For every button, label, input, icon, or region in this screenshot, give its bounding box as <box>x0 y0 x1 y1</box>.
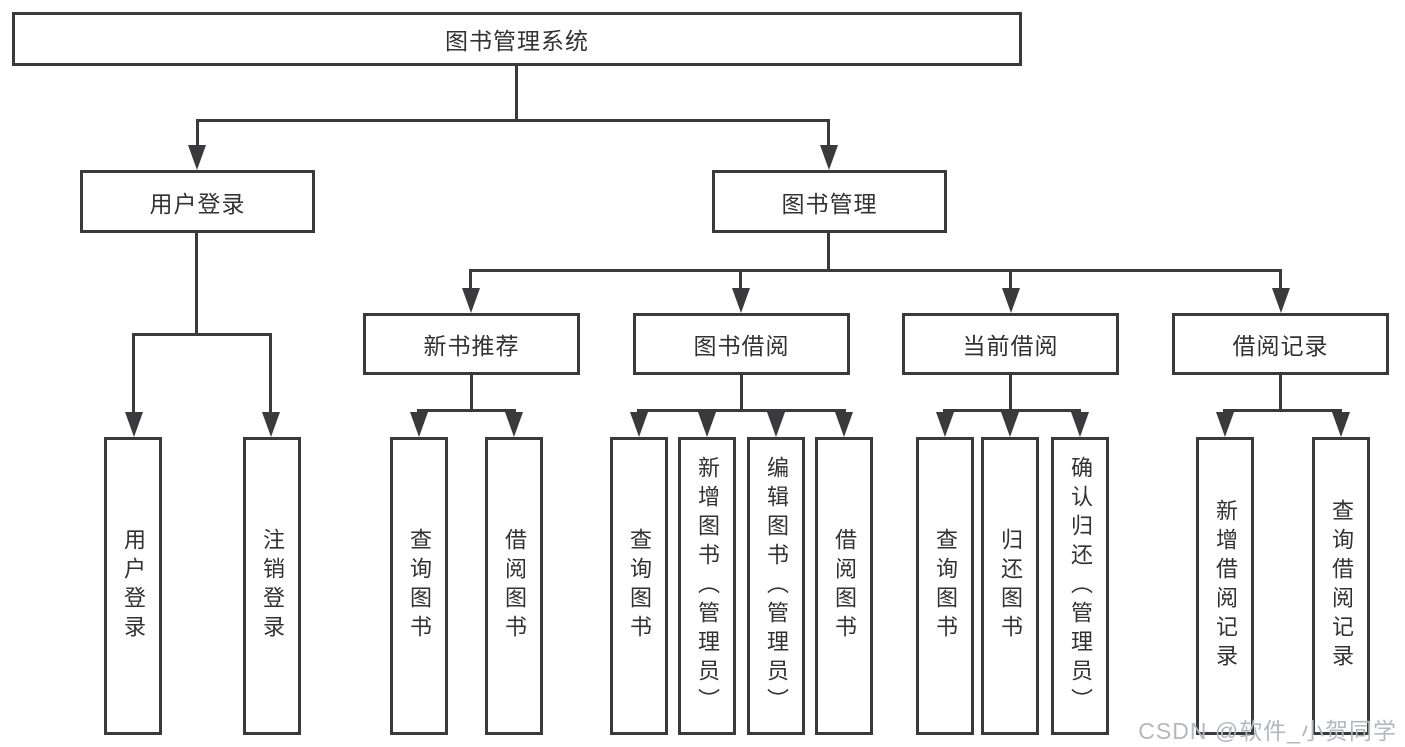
node-book-borrow: 图书借阅 <box>633 313 850 375</box>
leaf-label: 借阅图书 <box>502 528 527 644</box>
leaf-label: 新增借阅记录 <box>1213 499 1238 673</box>
arrowhead-icon <box>188 145 206 170</box>
leaf-label: 借阅图书 <box>832 528 857 644</box>
node-user-login-label: 用户登录 <box>149 190 246 217</box>
leaf-label: 编辑图书（管理员） <box>764 455 789 717</box>
connector-line <box>195 233 198 336</box>
connector-line <box>417 409 516 412</box>
connector-line <box>943 409 1081 412</box>
arrowhead-icon <box>462 288 480 313</box>
arrowhead-icon <box>936 412 954 437</box>
leaf-borrow-books-recommend: 借阅图书 <box>485 437 543 735</box>
node-user-login: 用户登录 <box>80 170 315 233</box>
arrowhead-icon <box>505 412 523 437</box>
arrowhead-icon <box>1071 412 1089 437</box>
leaf-query-books-recommend: 查询图书 <box>390 437 448 735</box>
connector-line <box>1009 375 1012 412</box>
arrowhead-icon <box>125 412 143 437</box>
connector-line <box>469 269 472 291</box>
arrowhead-icon <box>820 145 838 170</box>
leaf-edit-books-admin: 编辑图书（管理员） <box>747 437 805 735</box>
leaf-user-login: 用户登录 <box>104 437 162 735</box>
node-new-book-recommend-label: 新书推荐 <box>423 333 520 359</box>
leaf-label: 查询图书 <box>627 528 652 644</box>
connector-line <box>1009 269 1012 291</box>
leaf-return-books: 归还图书 <box>981 437 1039 735</box>
csdn-watermark: CSDN @软件_小贺同学 <box>1138 718 1397 744</box>
arrowhead-icon <box>732 288 750 313</box>
connector-line <box>1223 409 1342 412</box>
connector-line <box>132 333 135 413</box>
leaf-label: 确认归还（管理员） <box>1068 455 1093 717</box>
connector-line <box>740 375 743 412</box>
node-book-management-label: 图书管理 <box>781 190 878 217</box>
arrowhead-icon <box>1002 288 1020 313</box>
leaf-query-books-current: 查询图书 <box>916 437 974 735</box>
arrowhead-icon <box>262 412 280 437</box>
connector-line <box>1279 269 1282 291</box>
connector-line <box>739 269 742 291</box>
leaf-label: 归还图书 <box>998 528 1023 644</box>
node-new-book-recommend: 新书推荐 <box>363 313 580 375</box>
leaf-query-books-borrow: 查询图书 <box>610 437 668 735</box>
node-borrow-records-label: 借阅记录 <box>1232 333 1329 359</box>
node-borrow-records: 借阅记录 <box>1172 313 1389 375</box>
arrowhead-icon <box>630 412 648 437</box>
leaf-label: 注销登录 <box>260 528 285 644</box>
connector-line <box>132 333 272 336</box>
leaf-label: 用户登录 <box>121 528 146 644</box>
leaf-label: 新增图书（管理员） <box>695 455 720 717</box>
leaf-logout: 注销登录 <box>243 437 301 735</box>
connector-line <box>196 119 199 147</box>
connector-line <box>637 409 846 412</box>
arrowhead-icon <box>698 412 716 437</box>
arrowhead-icon <box>1332 412 1350 437</box>
connector-line <box>470 375 473 412</box>
leaf-label: 查询图书 <box>933 528 958 644</box>
leaf-add-borrow-record: 新增借阅记录 <box>1196 437 1254 735</box>
node-root-label: 图书管理系统 <box>445 28 589 54</box>
leaf-label: 查询图书 <box>407 528 432 644</box>
node-book-management: 图书管理 <box>712 170 947 233</box>
node-current-borrow-label: 当前借阅 <box>962 333 1059 359</box>
node-current-borrow: 当前借阅 <box>902 313 1119 375</box>
arrowhead-icon <box>1216 412 1234 437</box>
leaf-add-books-admin: 新增图书（管理员） <box>678 437 736 735</box>
arrowhead-icon <box>1001 412 1019 437</box>
leaf-confirm-return-admin: 确认归还（管理员） <box>1051 437 1109 735</box>
connector-line <box>515 66 518 121</box>
connector-line <box>1279 375 1282 412</box>
node-book-borrow-label: 图书借阅 <box>693 333 790 359</box>
node-root: 图书管理系统 <box>12 12 1022 66</box>
connector-line <box>827 119 830 147</box>
connector-line <box>469 269 1282 272</box>
arrowhead-icon <box>767 412 785 437</box>
arrowhead-icon <box>410 412 428 437</box>
leaf-label: 查询借阅记录 <box>1329 499 1354 673</box>
connector-line <box>196 119 830 122</box>
connector-line <box>827 233 830 272</box>
leaf-borrow-books: 借阅图书 <box>815 437 873 735</box>
arrowhead-icon <box>1272 288 1290 313</box>
arrowhead-icon <box>835 412 853 437</box>
leaf-query-borrow-record: 查询借阅记录 <box>1312 437 1370 735</box>
connector-line <box>269 333 272 413</box>
